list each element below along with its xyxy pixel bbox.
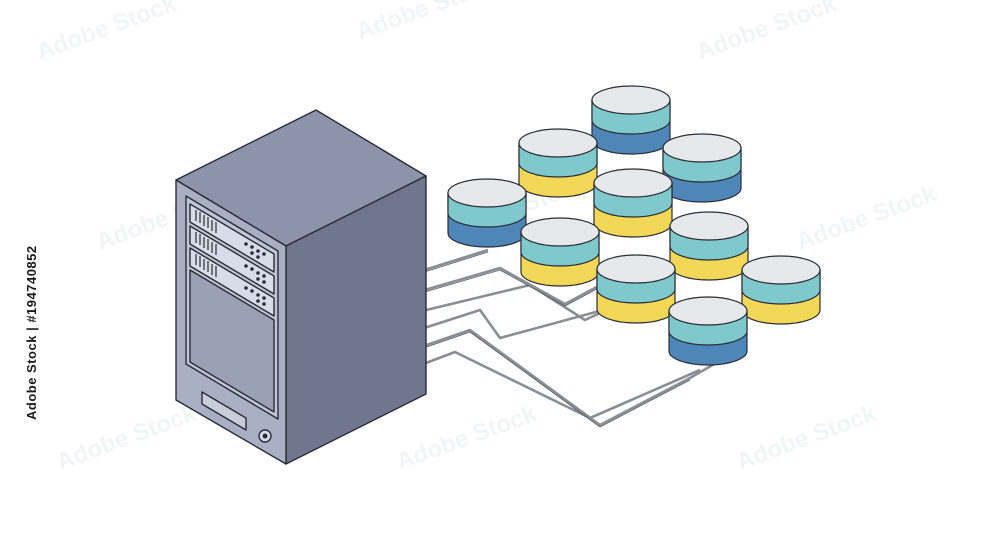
database-icon [591, 85, 671, 155]
drive-vent-slots [195, 210, 217, 233]
database-icon [669, 211, 749, 281]
database-icon [596, 254, 676, 324]
stock-id-label: Adobe Stock | #194740852 [24, 245, 39, 420]
status-leds [244, 264, 266, 284]
server-rack-icon [175, 109, 427, 465]
svg-text:Adobe Stock: Adobe Stock [793, 180, 941, 256]
status-leds [244, 286, 266, 306]
svg-text:Adobe Stock: Adobe Stock [693, 0, 841, 66]
database-icon [741, 255, 821, 325]
svg-text:Adobe Stock: Adobe Stock [393, 400, 541, 476]
database-icon [668, 296, 748, 366]
database-icon [518, 128, 598, 198]
drive-vent-slots [195, 232, 217, 255]
status-leds [244, 242, 266, 259]
svg-text:Adobe Stock: Adobe Stock [353, 0, 501, 46]
database-icon [662, 133, 742, 203]
svg-text:Adobe Stock: Adobe Stock [33, 0, 181, 66]
database-icon [593, 168, 673, 238]
database-icon [447, 178, 527, 248]
svg-text:Adobe Stock: Adobe Stock [53, 400, 201, 476]
drive-vent-slots [195, 254, 217, 277]
svg-text:Adobe Stock: Adobe Stock [733, 400, 881, 476]
database-icon [520, 217, 600, 287]
database-disk-cluster [447, 85, 821, 366]
